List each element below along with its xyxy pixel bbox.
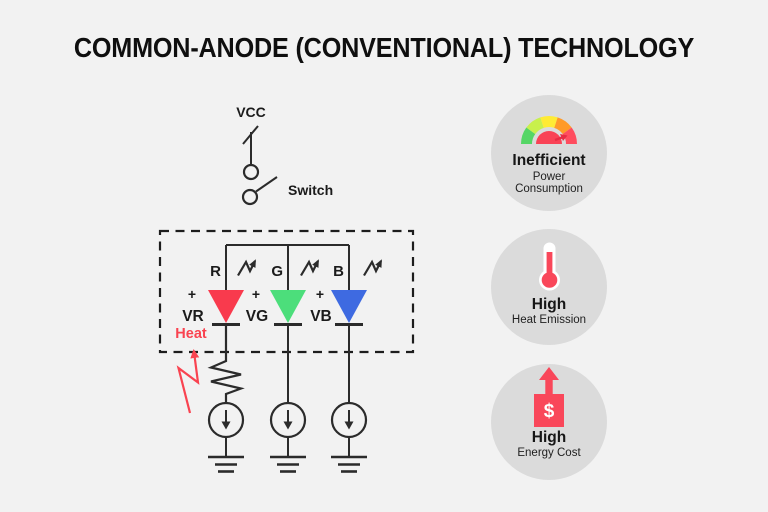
vcc-label: VCC — [236, 104, 266, 120]
branch-red: R + VR — [182, 245, 256, 473]
power-switch: VCC Switch — [236, 104, 333, 206]
led-red-icon — [208, 290, 244, 323]
current-arrow-head — [221, 421, 231, 430]
plus-label: + — [316, 286, 324, 302]
led-module-boundary — [158, 229, 415, 354]
switch-lever — [255, 176, 278, 193]
led-blue-icon — [331, 290, 367, 323]
ground-icon — [270, 455, 306, 473]
dollar-sign: $ — [544, 401, 555, 422]
switch-contact-top — [242, 163, 260, 181]
voltage-label: VB — [310, 308, 332, 325]
ground-icon — [331, 455, 367, 473]
badge-heat-emission: High Heat Emission — [491, 229, 607, 345]
heat-arrow — [176, 349, 200, 414]
voltage-label: VG — [246, 308, 268, 325]
voltage-label: VR — [182, 308, 204, 325]
badge-title: High — [531, 429, 567, 446]
plus-label: + — [252, 286, 260, 302]
current-arrow-head — [344, 421, 354, 430]
thermometer-icon — [538, 242, 560, 291]
channel-label: G — [271, 263, 283, 280]
badge-title: High — [531, 296, 567, 313]
channel-label: B — [333, 263, 344, 280]
led-green-icon — [270, 290, 306, 323]
emission-arrow-icon — [363, 259, 382, 277]
badge-subtitle: Energy Cost — [517, 447, 581, 459]
resistor — [207, 324, 245, 403]
switch-contact-bottom — [241, 188, 259, 206]
badge-energy-cost: $ High Energy Cost — [491, 364, 607, 480]
circuit-diagram: VCC Switch R + VR G + VG — [158, 104, 415, 473]
branch-green: G + VG — [246, 245, 319, 473]
badge-power-consumption: Inefficient Power Consumption — [491, 95, 607, 211]
badge-subtitle: Power Consumption — [515, 171, 583, 195]
badge-subtitle: Heat Emission — [511, 314, 587, 326]
gauge-needle — [536, 131, 562, 144]
page-title: COMMON-ANODE (CONVENTIONAL) TECHNOLOGY — [73, 32, 695, 63]
ground-icon — [208, 455, 244, 473]
emission-arrow-icon — [300, 259, 319, 277]
badge-title: Inefficient — [512, 152, 586, 169]
emission-arrow-icon — [237, 259, 256, 277]
gauge-icon — [521, 116, 577, 144]
current-arrow-head — [283, 421, 293, 430]
heat-label: Heat — [175, 326, 207, 342]
branch-blue: B + VB — [310, 245, 382, 473]
switch-label: Switch — [288, 182, 333, 198]
channel-label: R — [210, 263, 221, 280]
plus-label: + — [188, 286, 196, 302]
energy-cost-icon: $ — [534, 367, 564, 427]
